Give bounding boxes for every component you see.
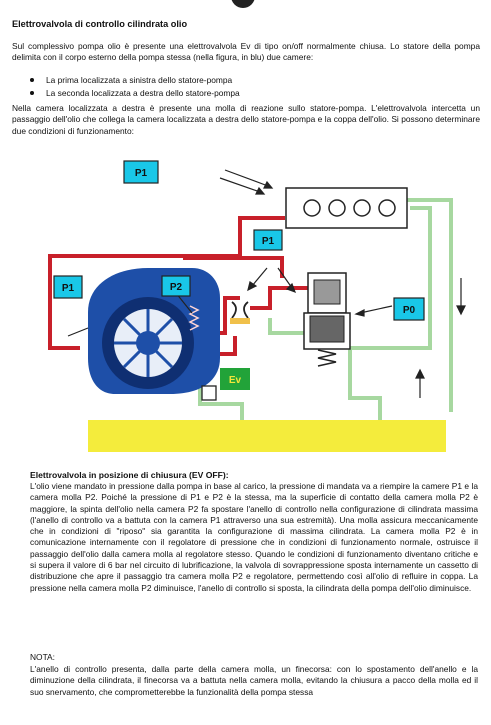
p0-label [393, 297, 425, 321]
p1-label-top [123, 160, 159, 184]
return-line [348, 363, 382, 420]
oil-sump [88, 420, 446, 452]
block-port [378, 199, 396, 217]
regulator-piston [313, 279, 341, 305]
oil-pump-diagram: Ev P1 P1 P1 P2 P0 [48, 160, 466, 452]
chambers-list: La prima localizzata a sinistra dello st… [30, 74, 240, 100]
ev-label: Ev [229, 375, 242, 386]
page-header-icon [231, 0, 255, 8]
pressure-line [48, 318, 80, 350]
svg-text:P1: P1 [262, 236, 275, 247]
return-line [198, 384, 244, 420]
svg-text:P1: P1 [135, 168, 148, 179]
block-port [303, 199, 321, 217]
return-line [407, 198, 453, 412]
svg-text:P1: P1 [62, 283, 75, 294]
list-item: La seconda localizzata a destra dello st… [30, 87, 240, 100]
p1-label-mid [253, 229, 283, 251]
p1-label-left [53, 275, 83, 299]
reaction-spring [188, 305, 200, 331]
block-port [353, 199, 371, 217]
pressure-line [250, 286, 310, 310]
return-line [348, 206, 432, 363]
note-body: L'anello di controllo presenta, dalla pa… [30, 664, 478, 697]
block-port [328, 199, 346, 217]
note-label: NOTA: [30, 652, 55, 662]
regulator-spool [309, 315, 345, 343]
section-body: L'olio viene mandato in pressione dalla … [30, 481, 478, 593]
pressure-line [183, 256, 284, 278]
list-item: La prima localizzata a sinistra dello st… [30, 74, 240, 87]
function-paragraph: Nella camera localizzata a destra è pres… [12, 103, 480, 136]
restrictor-seat [230, 318, 250, 324]
ev-actuator [201, 385, 217, 401]
restrictor [231, 301, 249, 319]
regulator-spring [317, 349, 337, 367]
intro-paragraph: Sul complessivo pompa olio è presente un… [12, 41, 480, 63]
p2-label [161, 275, 191, 297]
page-title: Elettrovalvola di controllo cilindrata o… [12, 19, 188, 29]
ev-valve [220, 368, 250, 390]
svg-text:P2: P2 [170, 282, 183, 293]
svg-text:P0: P0 [403, 305, 416, 316]
section-title: Elettrovalvola in posizione di chiusura … [30, 470, 229, 480]
